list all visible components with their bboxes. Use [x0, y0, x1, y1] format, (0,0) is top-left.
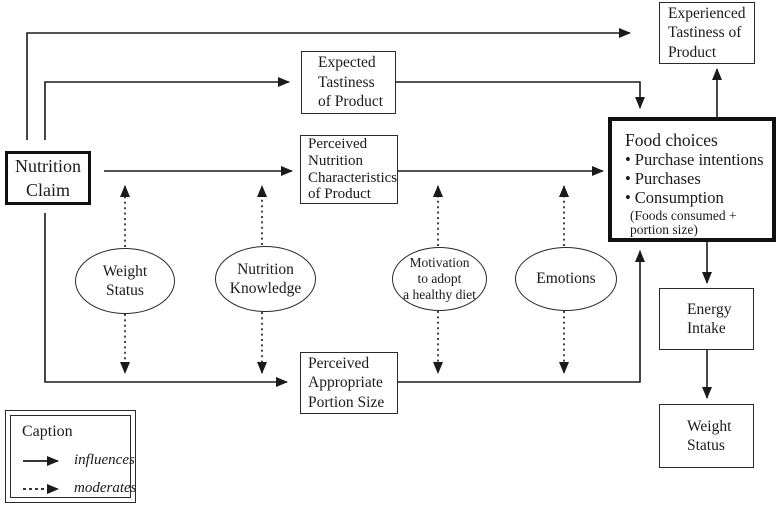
legend-moderates-row: moderates	[22, 480, 137, 497]
experienced-tastiness-label: Experienced Tastiness of Product	[668, 4, 746, 61]
perceived-nutrition-node: Perceived Nutrition Characteristics of P…	[300, 135, 398, 204]
bullet-icon: •	[625, 150, 631, 170]
expected-tastiness-label: Expected Tastiness of Product	[318, 54, 384, 111]
energy-intake-node: Energy Intake	[659, 288, 754, 350]
bullet-icon: •	[625, 169, 631, 189]
weight-status-moderator: Weight Status	[75, 248, 175, 314]
experienced-tastiness-node: Experienced Tastiness of Product	[659, 2, 755, 64]
dashed-arrow-icon	[23, 483, 59, 494]
moderator-arrows	[120, 185, 569, 374]
caption-title: Caption	[22, 423, 73, 440]
influences-label: influences	[74, 452, 135, 468]
nutrition-claim-label: Nutrition Claim	[15, 155, 81, 200]
weight-status-moderator-label: Weight Status	[102, 262, 148, 299]
weight-status-outcome-node: Weight Status	[659, 404, 754, 468]
caption-legend-inner: Caption influences	[10, 415, 137, 498]
emotions-moderator-label: Emotions	[536, 270, 596, 288]
legend-influences-row: influences	[22, 452, 135, 469]
food-choices-bullet-purchases: •Purchases	[625, 169, 768, 188]
bullet-text: Purchases	[634, 169, 701, 189]
food-choices-bullet-purchase-intentions: •Purchase intentions	[625, 150, 768, 169]
nutrition-knowledge-moderator: Nutrition Knowledge	[215, 246, 316, 312]
nutrition-claim-node: Nutrition Claim	[5, 151, 91, 205]
solid-arrow-icon	[23, 455, 59, 466]
moderates-label: moderates	[74, 480, 137, 496]
motivation-moderator: Motivation to adopt a healthy diet	[392, 247, 487, 311]
portion-size-node: Perceived Appropriate Portion Size	[300, 352, 398, 414]
caption-legend: Caption influences	[5, 410, 137, 503]
perceived-nutrition-label: Perceived Nutrition Characteristics of P…	[308, 135, 398, 203]
bullet-text: Purchase intentions	[634, 150, 764, 170]
weight-status-outcome-label: Weight Status	[687, 417, 732, 454]
influence-arrows	[26, 28, 722, 399]
emotions-moderator: Emotions	[515, 247, 617, 311]
nutrition-knowledge-moderator-label: Nutrition Knowledge	[229, 260, 302, 297]
motivation-moderator-label: Motivation to adopt a healthy diet	[403, 254, 476, 303]
bullet-text: Consumption	[634, 188, 724, 208]
expected-tastiness-node: Expected Tastiness of Product	[301, 51, 396, 114]
portion-size-label: Perceived Appropriate Portion Size	[308, 354, 385, 411]
food-choices-note: (Foods consumed + portion size)	[630, 207, 737, 237]
food-choices-title: Food choices	[625, 130, 718, 150]
food-choices-node: Food choices •Purchase intentions •Purch…	[608, 117, 776, 242]
bullet-icon: •	[625, 188, 631, 208]
food-choices-bullet-consumption: •Consumption	[625, 188, 768, 207]
energy-intake-label: Energy Intake	[687, 300, 732, 337]
